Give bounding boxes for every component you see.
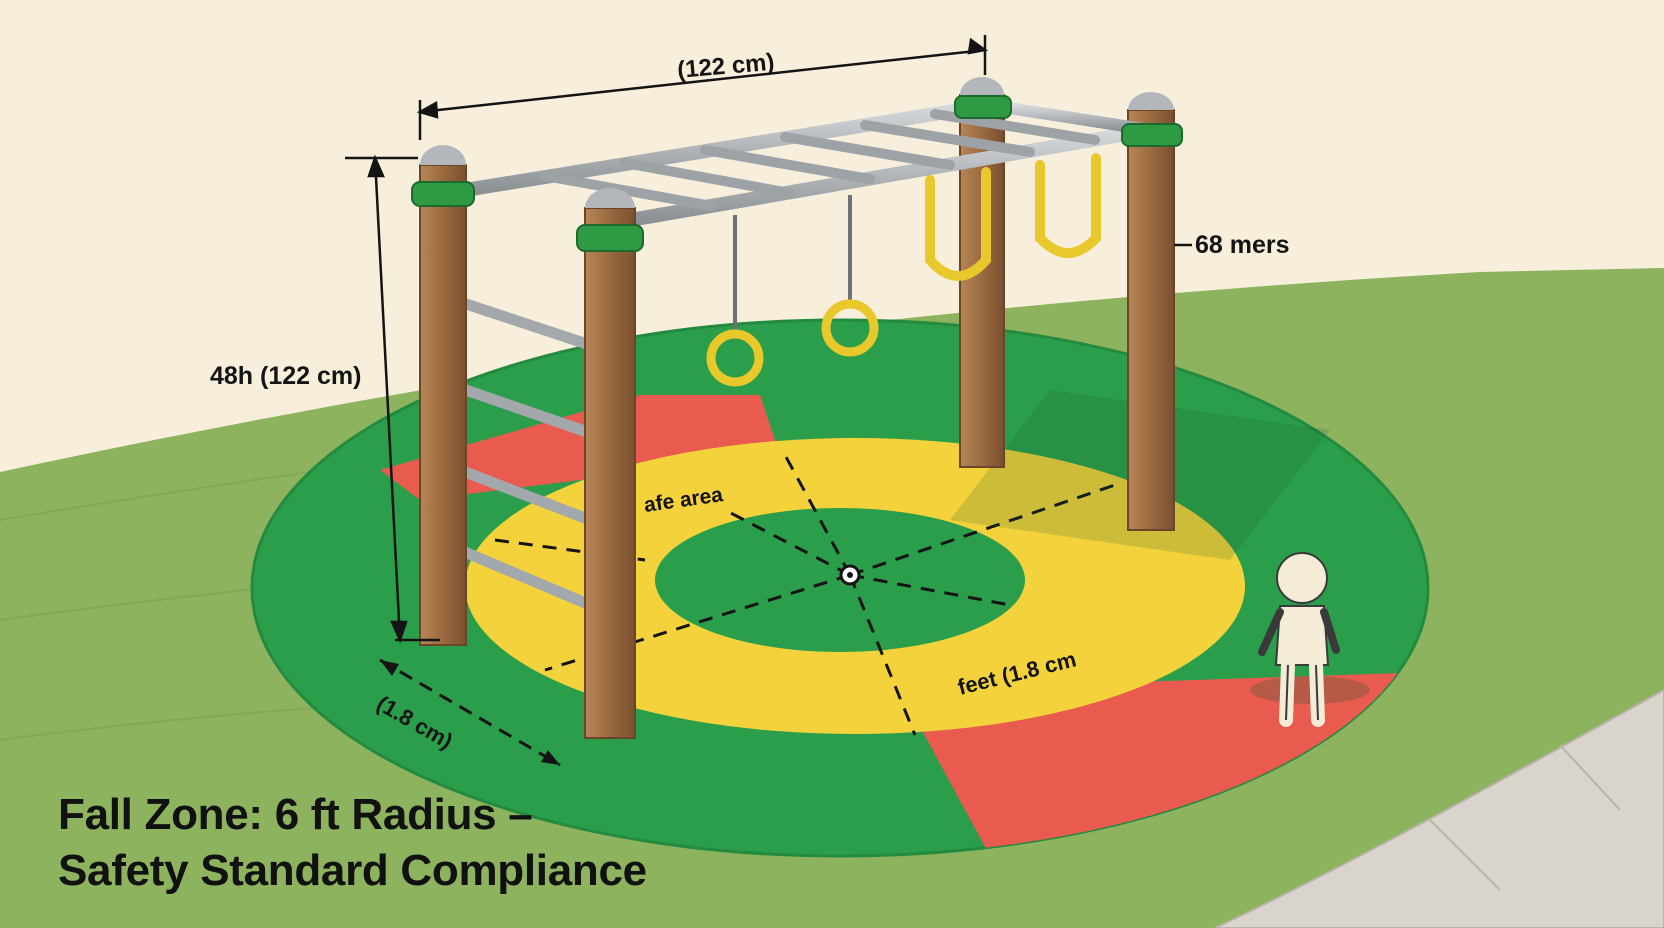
trapeze-handle-2 bbox=[1035, 153, 1101, 258]
sidewalk-joint bbox=[1429, 744, 1621, 891]
back-right-post-collar bbox=[1121, 123, 1183, 147]
top-width-dimension bbox=[419, 48, 986, 114]
top-width-label: (122 cm) bbox=[676, 49, 775, 84]
monkey-bars bbox=[458, 98, 1157, 227]
right-post-label: 68 mers bbox=[1195, 231, 1290, 259]
caption-line-2: Safety Standard Compliance bbox=[58, 846, 647, 895]
hanging-rings bbox=[706, 153, 1101, 387]
diagram-caption: Fall Zone: 6 ft Radius – Safety Standard… bbox=[58, 787, 647, 899]
sidewalk bbox=[1214, 688, 1664, 928]
height-label: 48h (122 cm) bbox=[210, 362, 361, 390]
center-point-icon bbox=[839, 564, 861, 586]
height-dimension bbox=[373, 157, 402, 641]
front-right-post bbox=[576, 188, 644, 739]
front-left-post bbox=[411, 145, 475, 646]
caption-line-1: Fall Zone: 6 ft Radius – bbox=[58, 790, 533, 839]
back-right-post bbox=[1127, 92, 1175, 531]
dimension-lines bbox=[345, 35, 1192, 644]
back-left-post-collar bbox=[954, 95, 1012, 119]
child-figure-icon bbox=[1250, 552, 1370, 727]
ladder-rungs bbox=[454, 296, 596, 611]
inner-green-zone bbox=[655, 508, 1025, 652]
trapeze-handle-1 bbox=[925, 167, 991, 281]
base-width-dimension bbox=[379, 658, 561, 767]
